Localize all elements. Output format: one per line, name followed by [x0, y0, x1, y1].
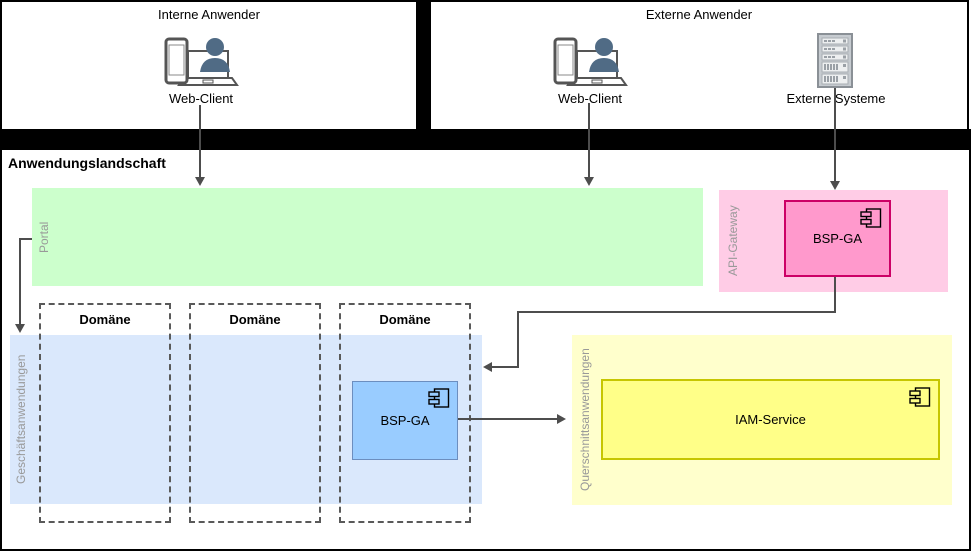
domaene-box-3: Domäne — [339, 303, 471, 523]
bsp-ga-gateway-label: BSP-GA — [812, 231, 863, 246]
portal-zone-label: Portal — [37, 221, 51, 253]
uml-component-icon — [909, 387, 931, 410]
externe-anwender-title: Externe Anwender — [645, 7, 753, 22]
externe-systeme-label: Externe Systeme — [786, 91, 886, 106]
domaene-label: Domäne — [229, 312, 281, 327]
iam-service-label: IAM-Service — [735, 412, 806, 427]
geschaeftsanwendungen-zone-label: Geschäftsanwendungen — [14, 354, 28, 485]
internal-web-client-label: Web-Client — [168, 91, 234, 106]
domaene-label: Domäne — [79, 312, 131, 327]
interne-anwender-title: Interne Anwender — [158, 7, 260, 22]
uml-component-icon — [428, 388, 450, 411]
externe-anwender-box — [429, 0, 969, 131]
bsp-ga-gateway-component: BSP-GA — [784, 200, 891, 277]
horizontal-divider-band — [0, 129, 971, 150]
portal-zone — [32, 188, 703, 286]
domaene-box-1: Domäne — [39, 303, 171, 523]
domaene-label: Domäne — [379, 312, 431, 327]
web-client-icon — [163, 36, 239, 93]
web-client-icon — [552, 36, 628, 93]
querschnittsanwendungen-zone-label: Querschnittsanwendungen — [578, 348, 592, 492]
iam-service-component: IAM-Service — [601, 379, 940, 460]
anwendungslandschaft-title: Anwendungslandschaft — [8, 155, 166, 171]
bsp-ga-business-label: BSP-GA — [380, 413, 430, 428]
server-rack-icon — [817, 33, 853, 93]
api-gateway-zone-label: API-Gateway — [726, 205, 740, 277]
external-web-client-label: Web-Client — [557, 91, 623, 106]
top-boxes-divider — [414, 0, 431, 131]
bsp-ga-business-component: BSP-GA — [352, 381, 458, 460]
domaene-box-2: Domäne — [189, 303, 321, 523]
uml-component-icon — [860, 208, 882, 231]
